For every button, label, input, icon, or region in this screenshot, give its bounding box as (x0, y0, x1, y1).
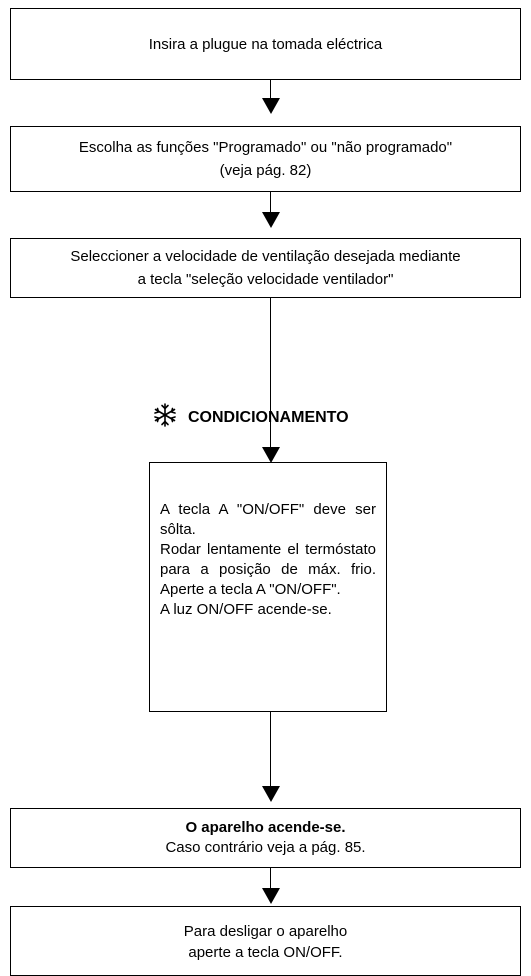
conditioning-line3: Aperte a tecla A "ON/OFF". (160, 581, 341, 598)
arrow-down-icon (262, 98, 280, 114)
conditioning-text: A tecla A "ON/OFF" deve ser sôlta. Rodar… (160, 500, 376, 620)
step-result-title: O aparelho acende-se. (185, 819, 346, 836)
step-select-speed: Seleccioner a velocidade de ventilação d… (10, 238, 521, 298)
step-result-note: Caso contrário veja a pág. 85. (165, 839, 366, 856)
conditioning-line1: A tecla A "ON/OFF" deve ser sôlta. (160, 501, 376, 538)
connector-line (270, 298, 271, 448)
connector-line (270, 868, 271, 891)
arrow-down-icon (262, 786, 280, 802)
step-choose-function: Escolha as funções "Programado" ou "não … (10, 126, 521, 192)
step-result: O aparelho acende-se. Caso contrário vej… (10, 808, 521, 868)
conditioning-line4: A luz ON/OFF acende-se. (160, 601, 332, 618)
arrow-down-icon (262, 212, 280, 228)
step-shutdown-line2: aperte a tecla ON/OFF. (188, 944, 343, 961)
arrow-down-icon (262, 888, 280, 904)
conditioning-label: CONDICIONAMENTO (188, 408, 349, 426)
conditioning-heading: CONDICIONAMENTO (152, 402, 349, 433)
step-select-speed-line2: a tecla "seleção velocidade ventilador" (137, 271, 394, 288)
connector-line (270, 80, 271, 100)
step-choose-function-line1: Escolha as funções "Programado" ou "não … (78, 139, 453, 156)
step-shutdown-line1: Para desligar o aparelho (183, 923, 348, 940)
step-insert-plug-text: Insira a plugue na tomada eléctrica (148, 35, 383, 53)
conditioning-line2: Rodar lentamente el termóstato para a po… (160, 541, 376, 578)
connector-line (270, 712, 271, 788)
step-shutdown: Para desligar o aparelho aperte a tecla … (10, 906, 521, 976)
conditioning-instructions (149, 462, 387, 712)
step-choose-function-line2: (veja pág. 82) (219, 162, 312, 179)
step-insert-plug: Insira a plugue na tomada eléctrica (10, 8, 521, 80)
connector-line (270, 192, 271, 213)
snowflake-icon (152, 402, 178, 433)
step-select-speed-line1: Seleccioner a velocidade de ventilação d… (70, 248, 461, 265)
arrow-down-icon (262, 447, 280, 463)
